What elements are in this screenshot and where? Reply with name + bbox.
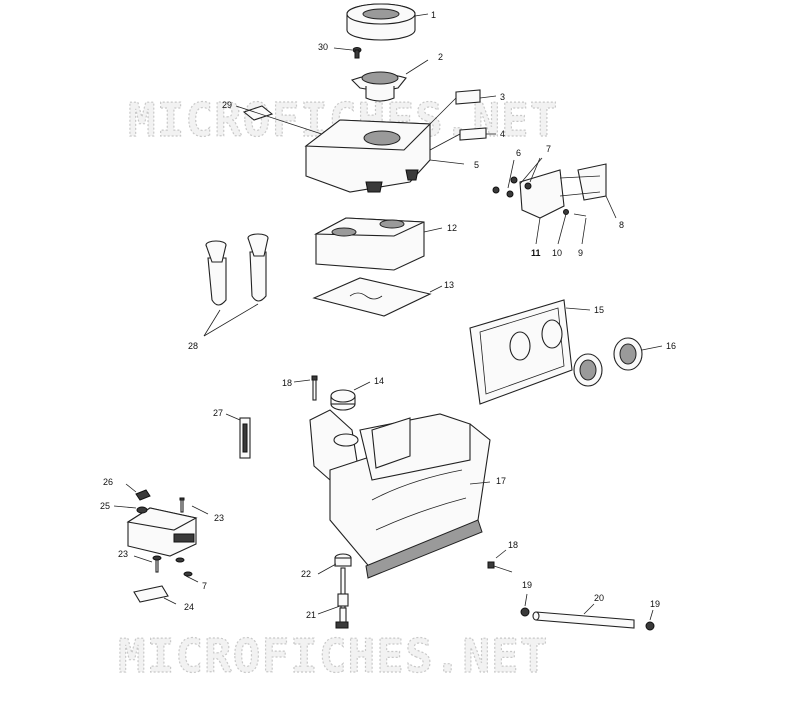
part-21-drain-hose xyxy=(335,567,349,629)
callout-30: 30 xyxy=(318,42,328,52)
callout-18-top: 18 xyxy=(282,378,292,388)
callout-28: 28 xyxy=(188,341,198,351)
callout-6: 6 xyxy=(516,148,521,158)
part-20-tube xyxy=(532,611,635,629)
part-18-bolt-bottom xyxy=(487,561,513,573)
callout-12: 12 xyxy=(447,223,457,233)
callout-7-top: 7 xyxy=(546,144,551,154)
callout-26: 26 xyxy=(103,477,113,487)
callout-21: 21 xyxy=(306,610,316,620)
callout-4: 4 xyxy=(500,129,505,139)
part-30-screw xyxy=(352,47,362,59)
callout-9: 9 xyxy=(578,248,583,258)
callout-18-bottom: 18 xyxy=(508,540,518,550)
callout-15: 15 xyxy=(594,305,604,315)
part-19-clamp-left xyxy=(520,607,530,617)
part-control-unit xyxy=(126,489,198,603)
part-8-bracket-assembly xyxy=(492,163,607,219)
callout-20: 20 xyxy=(594,593,604,603)
callout-25: 25 xyxy=(100,501,110,511)
callout-27: 27 xyxy=(213,408,223,418)
part-14-cap xyxy=(330,389,356,411)
callout-24: 24 xyxy=(184,602,194,612)
callout-5: 5 xyxy=(474,160,479,170)
callout-16: 16 xyxy=(666,341,676,351)
part-15-frame xyxy=(469,299,573,405)
callout-14: 14 xyxy=(374,376,384,386)
watermark-bottom: MICROFICHES.NET xyxy=(118,629,548,683)
part-5-airbox-cover xyxy=(304,119,432,193)
callout-19-left: 19 xyxy=(522,580,532,590)
callout-8: 8 xyxy=(619,220,624,230)
part-18-bolt-top xyxy=(311,375,318,401)
callout-29: 29 xyxy=(222,100,232,110)
callout-23-left: 23 xyxy=(118,549,128,559)
part-12-filter-foam xyxy=(313,217,425,271)
callout-10: 10 xyxy=(552,248,562,258)
callout-22: 22 xyxy=(301,569,311,579)
callout-7-bottom: 7 xyxy=(202,581,207,591)
part-27-drain xyxy=(239,417,251,459)
callout-3: 3 xyxy=(500,92,505,102)
part-28-intake-tubes xyxy=(205,233,269,306)
part-19-clamp-right xyxy=(645,621,655,631)
part-22-grommet xyxy=(334,553,352,567)
callout-23-right: 23 xyxy=(214,513,224,523)
part-1-foam-ring xyxy=(346,3,416,41)
callout-13: 13 xyxy=(444,280,454,290)
callout-1: 1 xyxy=(431,10,436,20)
part-4-decal xyxy=(459,127,487,141)
part-13-gasket xyxy=(312,277,432,317)
part-16-couplers xyxy=(573,337,643,387)
callout-2: 2 xyxy=(438,52,443,62)
callout-17: 17 xyxy=(496,476,506,486)
callout-19-right: 19 xyxy=(650,599,660,609)
callout-11: 11 xyxy=(531,248,541,258)
part-2-adapter xyxy=(350,71,407,102)
part-3-decal xyxy=(455,89,481,105)
part-17-airbox-body xyxy=(309,409,491,579)
